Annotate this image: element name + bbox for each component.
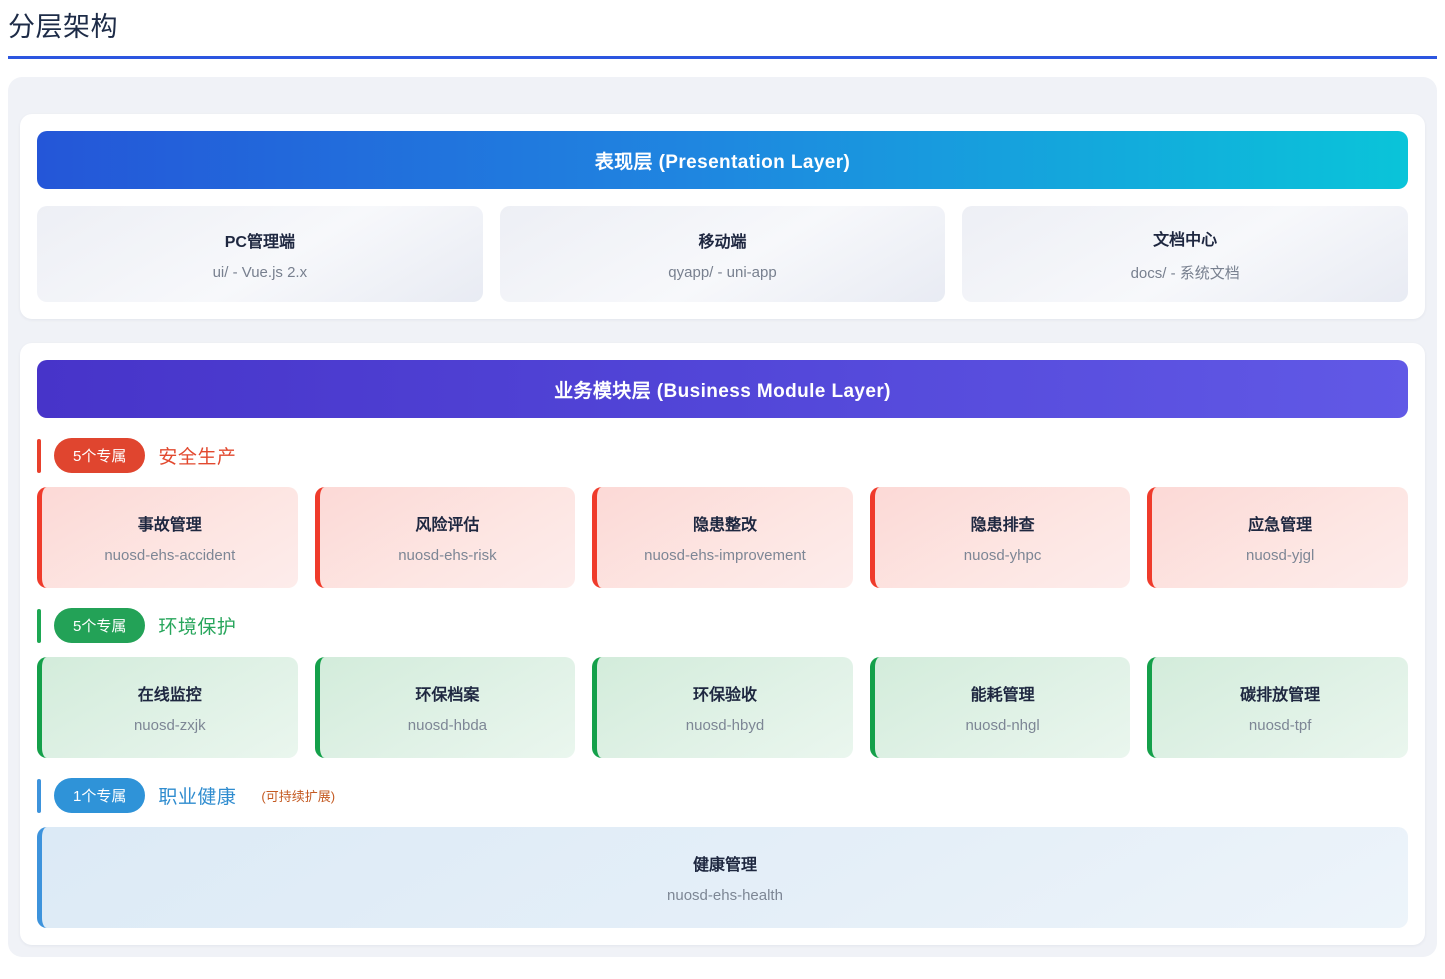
module-title: 环保档案 xyxy=(415,687,480,704)
module-title: 碳排放管理 xyxy=(1240,687,1321,704)
module-card-energy[interactable]: 能耗管理 nuosd-nhgl xyxy=(869,657,1131,758)
module-title: 风险评估 xyxy=(415,517,480,534)
module-card-hazard-check[interactable]: 隐患排查 nuosd-yhpc xyxy=(869,487,1131,588)
module-package: nuosd-ehs-improvement xyxy=(644,547,806,564)
module-package: nuosd-tpf xyxy=(1248,717,1312,734)
group-label: 职业健康 xyxy=(158,787,237,808)
tile-title: PC管理端 xyxy=(224,233,295,251)
presentation-layer-card: 表现层 (Presentation Layer) PC管理端 ui/ - Vue… xyxy=(20,114,1425,319)
module-title: 环保验收 xyxy=(692,687,757,704)
module-title: 能耗管理 xyxy=(970,687,1035,704)
module-package: nuosd-ehs-accident xyxy=(104,547,236,564)
tile-subtitle: docs/ - 系统文档 xyxy=(1130,264,1240,282)
module-title: 健康管理 xyxy=(692,857,757,874)
group-label: 环境保护 xyxy=(158,617,237,638)
module-package: nuosd-ehs-risk xyxy=(398,547,497,564)
module-card-health[interactable]: 健康管理 nuosd-ehs-health xyxy=(37,827,1408,928)
tile-doc-center[interactable]: 文档中心 docs/ - 系统文档 xyxy=(962,206,1409,302)
group-accent-bar xyxy=(37,438,41,473)
module-package: nuosd-zxjk xyxy=(133,717,206,734)
presentation-tile-row: PC管理端 ui/ - Vue.js 2.x 移动端 qyapp/ - uni-… xyxy=(37,206,1409,302)
module-card-risk[interactable]: 风险评估 nuosd-ehs-risk xyxy=(314,487,576,588)
group-count-badge: 5个专属 xyxy=(54,438,146,473)
tile-subtitle: ui/ - Vue.js 2.x xyxy=(212,263,308,281)
tile-pc-admin[interactable]: PC管理端 ui/ - Vue.js 2.x xyxy=(37,206,483,302)
module-card-online-monitor[interactable]: 在线监控 nuosd-zxjk xyxy=(37,657,298,758)
group-header: 5个专属 环境保护 xyxy=(37,608,1408,643)
module-title: 隐患整改 xyxy=(692,517,757,534)
architecture-container: 表现层 (Presentation Layer) PC管理端 ui/ - Vue… xyxy=(8,77,1437,957)
module-title: 在线监控 xyxy=(137,687,202,704)
module-title: 隐患排查 xyxy=(970,517,1035,534)
module-card-carbon[interactable]: 碳排放管理 nuosd-tpf xyxy=(1147,657,1408,758)
module-title: 事故管理 xyxy=(137,517,202,534)
group-accent-bar xyxy=(37,778,41,813)
business-layer-header: 业务模块层 (Business Module Layer) xyxy=(37,360,1408,418)
group-safety-production: 5个专属 安全生产 事故管理 nuosd-ehs-accident 风险评估 n… xyxy=(37,438,1408,588)
group-count-badge: 1个专属 xyxy=(54,778,146,813)
business-layer-card: 业务模块层 (Business Module Layer) 5个专属 安全生产 … xyxy=(20,343,1425,945)
group-header: 5个专属 安全生产 xyxy=(37,438,1408,473)
module-row-environment: 在线监控 nuosd-zxjk 环保档案 nuosd-hbda 环保验收 nuo… xyxy=(37,657,1408,758)
module-package: nuosd-nhgl xyxy=(965,717,1040,734)
page-title: 分层架构 xyxy=(8,12,118,42)
group-accent-bar xyxy=(37,608,41,643)
module-row-health: 健康管理 nuosd-ehs-health xyxy=(37,827,1408,928)
module-card-emergency[interactable]: 应急管理 nuosd-yjgl xyxy=(1147,487,1408,588)
group-note: (可持续扩展) xyxy=(261,789,336,804)
group-occupational-health: 1个专属 职业健康 (可持续扩展) 健康管理 nuosd-ehs-health xyxy=(37,778,1408,928)
module-package: nuosd-hbda xyxy=(407,717,487,734)
group-label: 安全生产 xyxy=(158,447,237,468)
group-header: 1个专属 职业健康 (可持续扩展) xyxy=(37,778,1408,813)
module-package: nuosd-yjgl xyxy=(1245,547,1315,564)
module-package: nuosd-hbyd xyxy=(685,717,765,734)
module-card-env-acceptance[interactable]: 环保验收 nuosd-hbyd xyxy=(592,657,853,758)
tile-title: 移动端 xyxy=(698,233,747,251)
module-package: nuosd-ehs-health xyxy=(667,887,783,904)
module-card-accident[interactable]: 事故管理 nuosd-ehs-accident xyxy=(37,487,298,588)
tile-title: 文档中心 xyxy=(1153,231,1218,249)
presentation-layer-header: 表现层 (Presentation Layer) xyxy=(37,131,1408,189)
module-title: 应急管理 xyxy=(1248,517,1313,534)
module-row-safety: 事故管理 nuosd-ehs-accident 风险评估 nuosd-ehs-r… xyxy=(37,487,1408,588)
tile-subtitle: qyapp/ - uni-app xyxy=(668,263,777,281)
group-environment-protection: 5个专属 环境保护 在线监控 nuosd-zxjk 环保档案 nuosd-hbd… xyxy=(37,608,1408,758)
module-card-improvement[interactable]: 隐患整改 nuosd-ehs-improvement xyxy=(592,487,853,588)
tile-mobile[interactable]: 移动端 qyapp/ - uni-app xyxy=(499,206,946,302)
module-package: nuosd-yhpc xyxy=(963,547,1042,564)
module-card-env-archive[interactable]: 环保档案 nuosd-hbda xyxy=(314,657,576,758)
title-underline xyxy=(8,56,1437,59)
group-count-badge: 5个专属 xyxy=(54,608,146,643)
